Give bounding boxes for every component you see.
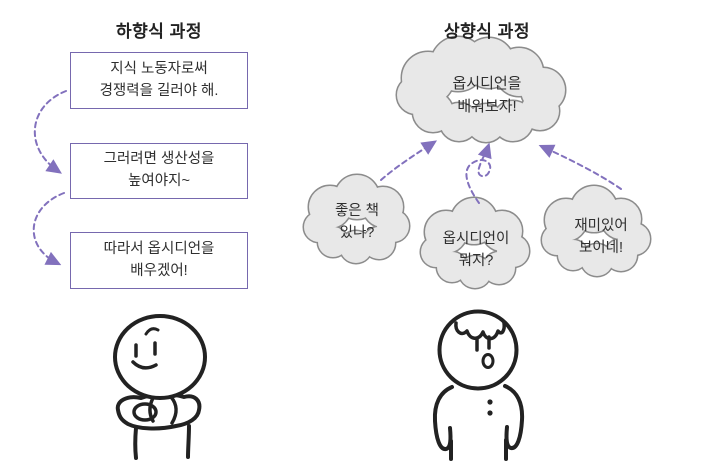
flow-box-2-line1: 그러려면 생산성을 bbox=[103, 151, 215, 168]
right-arm bbox=[503, 384, 525, 450]
main-cloud-line2: 배워보자! bbox=[457, 98, 517, 116]
button-1 bbox=[487, 399, 493, 405]
arrow-cloud3-to-main bbox=[538, 144, 622, 190]
left-leg bbox=[133, 426, 138, 460]
eyebrow bbox=[144, 327, 160, 336]
arrow-box1-to-box2 bbox=[34, 90, 67, 174]
bottom-up-title: 상향식 과정 bbox=[444, 22, 530, 41]
person-surprised-figure bbox=[432, 309, 525, 461]
arrow-cloud1-to-main bbox=[380, 140, 438, 181]
button-2 bbox=[487, 410, 493, 416]
main-cloud-line1: 옵시디언을 bbox=[452, 75, 522, 92]
bottom-up-arrows bbox=[380, 140, 622, 204]
cloud-3-line1: 재미있어 bbox=[574, 218, 628, 234]
head bbox=[113, 314, 207, 400]
hand-detail bbox=[132, 402, 158, 422]
flow-box-3-line1: 따라서 옵시디언을 bbox=[103, 240, 215, 257]
top-down-arrows bbox=[32, 90, 67, 266]
arm-fold-line-2 bbox=[169, 395, 178, 425]
left-arm bbox=[432, 385, 454, 451]
arrow-cloud2-to-main bbox=[465, 142, 492, 204]
flow-box-2-line2: 높여야지~ bbox=[128, 173, 190, 189]
flow-box-3: 따라서 옵시디언을 배우겠어! bbox=[70, 232, 248, 289]
arrow-box2-to-box3 bbox=[32, 192, 65, 266]
cloud-1-line2: 있나? bbox=[339, 225, 375, 242]
right-leg bbox=[186, 424, 191, 459]
flow-box-1-line2: 경쟁력을 길러야 해. bbox=[99, 82, 219, 99]
main-cloud-label: 옵시디언을 배워보자! bbox=[397, 72, 577, 119]
cloud-3-label: 재미있어 보이네! bbox=[546, 215, 656, 260]
flow-box-2: 그러려면 생산성을 높여야지~ bbox=[70, 143, 248, 199]
flow-box-3-line2: 배우겠어! bbox=[130, 262, 188, 279]
cloud-2-line2: 뭐지? bbox=[458, 253, 494, 270]
cloud-1-line1: 좋은 책 bbox=[334, 203, 380, 219]
cloud-2-line1: 옵시디언이 bbox=[442, 231, 510, 247]
hair-fringe bbox=[454, 321, 506, 341]
person-arms-crossed-figure bbox=[113, 314, 207, 460]
flow-box-1: 지식 노동자로써 경쟁력을 길러야 해. bbox=[70, 52, 248, 109]
top-down-title: 하향식 과정 bbox=[116, 22, 202, 41]
cloud-2-label: 옵시디언이 뭐지? bbox=[421, 228, 531, 273]
cloud-3-line2: 보이네! bbox=[578, 240, 624, 257]
frown-mouth bbox=[131, 360, 158, 370]
cloud-1-label: 좋은 책 있나? bbox=[307, 200, 407, 245]
arm-fold-line-1 bbox=[148, 396, 155, 423]
surprised-mouth bbox=[481, 353, 495, 369]
flow-box-1-line1: 지식 노동자로써 bbox=[110, 60, 208, 77]
